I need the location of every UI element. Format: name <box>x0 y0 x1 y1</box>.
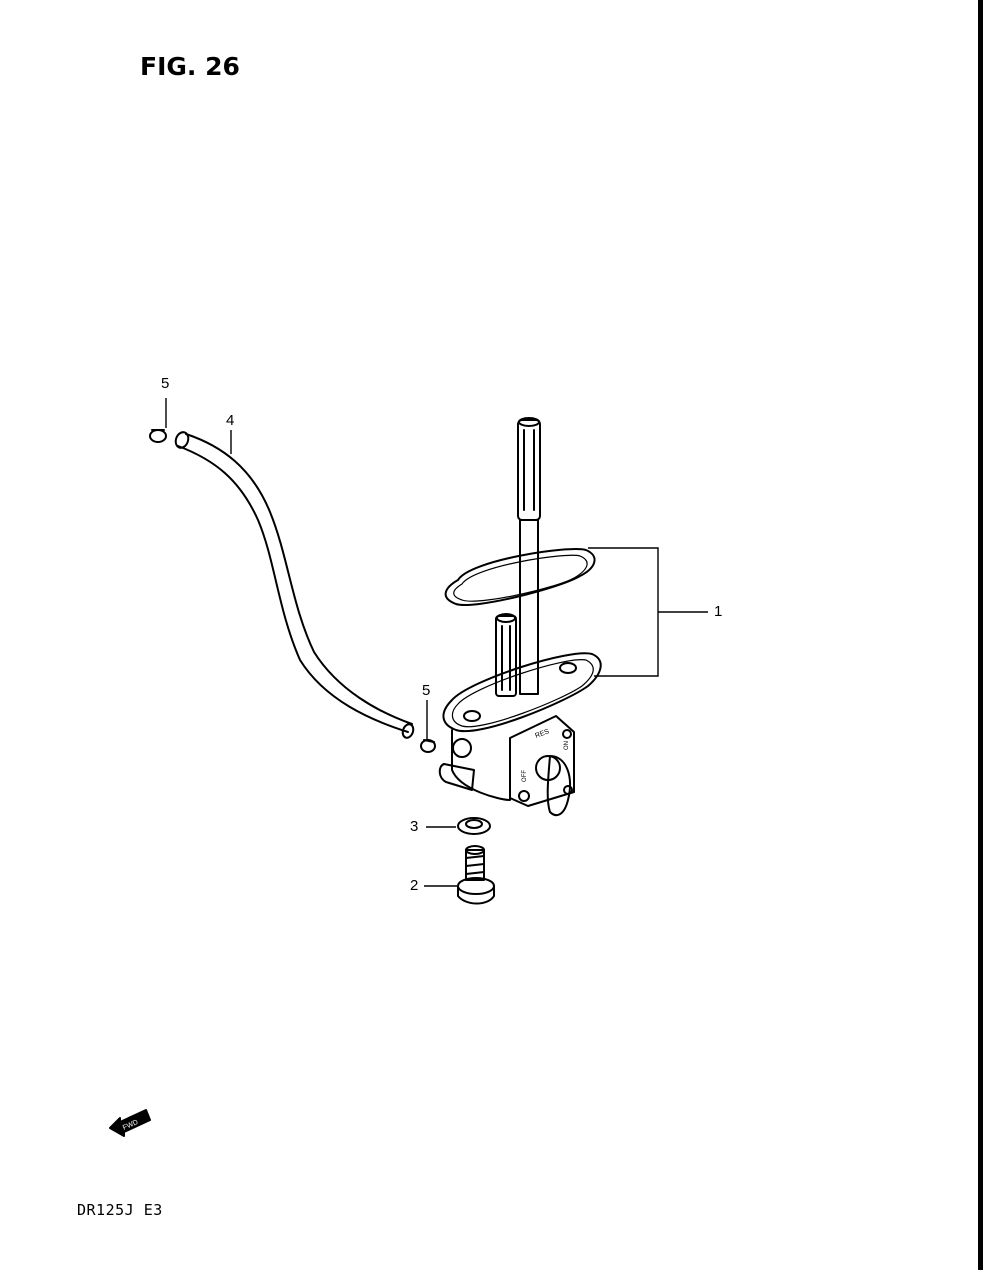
figure-title: FIG. 26 <box>140 52 240 81</box>
valve-mounting-flange <box>442 652 602 733</box>
callout-5-lower: 5 <box>422 682 431 699</box>
fwd-arrow-icon <box>109 1109 151 1137</box>
valve-marking-off: OFF <box>522 770 528 782</box>
callout-2: 2 <box>410 877 419 894</box>
callout-4: 4 <box>226 412 235 429</box>
fuel-valve-body <box>438 715 575 817</box>
valve-marking-on: ON <box>564 741 570 750</box>
leader-bracket-1 <box>588 547 659 677</box>
hose-clip-upper <box>149 429 167 443</box>
o-ring-gasket <box>444 548 596 606</box>
fuel-hose <box>174 431 415 739</box>
hose-clip-lower <box>420 739 436 753</box>
screw <box>457 845 495 905</box>
callout-3: 3 <box>410 818 419 835</box>
model-code: DR125J E3 <box>77 1201 163 1219</box>
washer <box>457 817 491 835</box>
page-border-line <box>978 0 983 1270</box>
callout-1: 1 <box>714 603 723 620</box>
callout-5-upper: 5 <box>161 375 170 392</box>
valve-marking-res: RES <box>534 728 550 740</box>
fuel-pickup-tube <box>517 417 541 695</box>
reserve-pickup-tube <box>495 613 517 697</box>
